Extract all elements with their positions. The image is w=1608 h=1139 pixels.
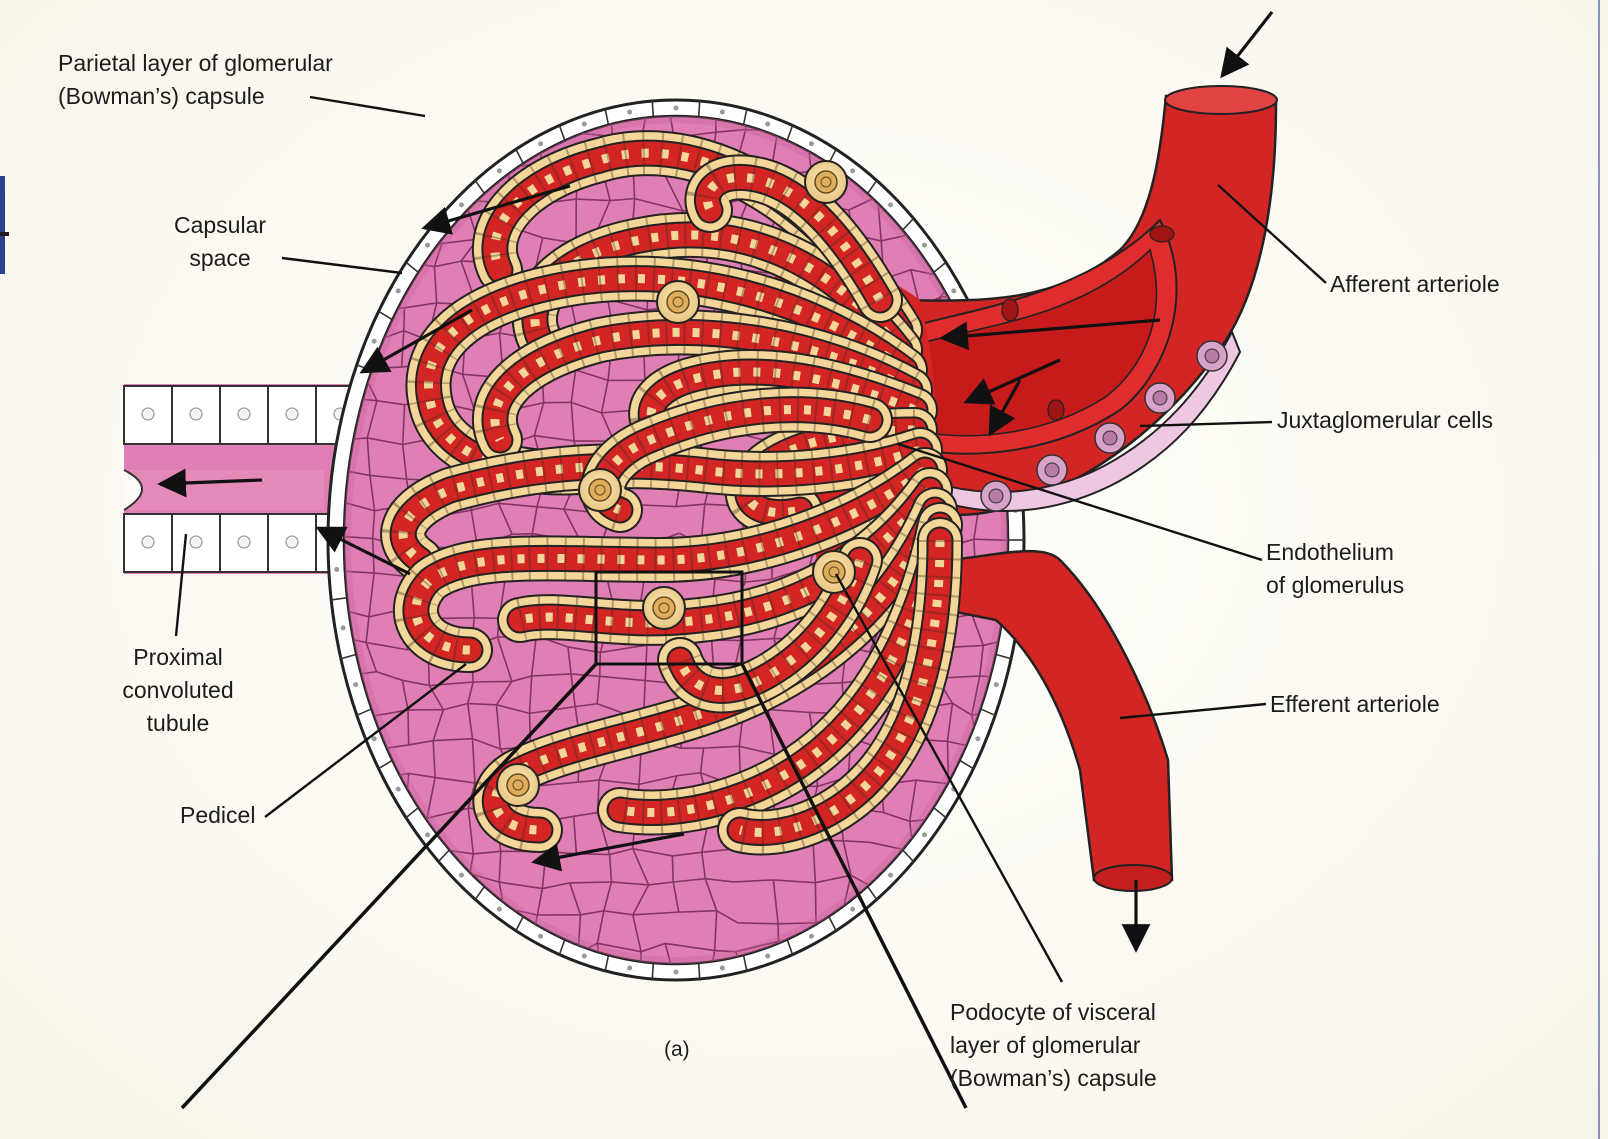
label-afferent-arteriole: Afferent arteriole (1330, 268, 1500, 301)
label-pedicel: Pedicel (180, 799, 255, 832)
label-efferent-arteriole: Efferent arteriole (1270, 688, 1440, 721)
label-juxtaglomerular-cells: Juxtaglomerular cells (1277, 404, 1493, 437)
figure-id-label: (a) (664, 1033, 690, 1066)
label-parietal-layer: Parietal layer of glomerular(Bowman’s) c… (58, 47, 333, 113)
